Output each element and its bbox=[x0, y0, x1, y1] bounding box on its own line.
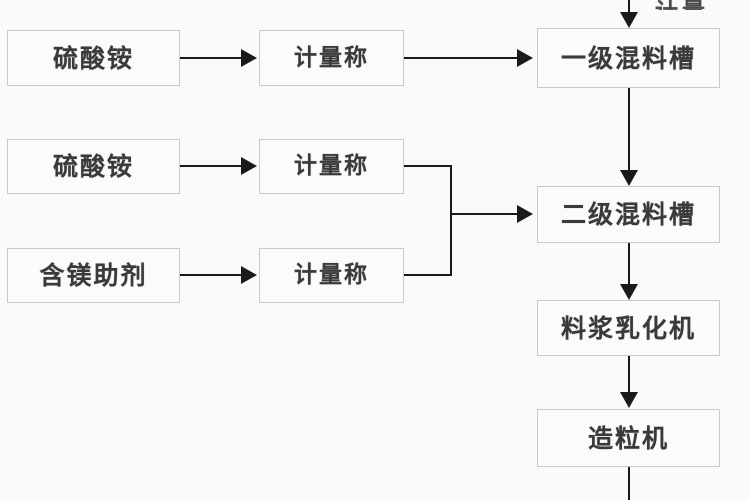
node-granulator-label: 造粒机 bbox=[587, 423, 669, 453]
node-scale-2[interactable]: 计量称 bbox=[259, 139, 404, 194]
edge-mixer2-to-emulsifier-arrowhead bbox=[620, 284, 638, 300]
node-source-1[interactable]: 硫酸铵 bbox=[7, 30, 180, 86]
node-scale-1-label: 计量称 bbox=[294, 44, 369, 71]
edge-source1-to-scale1-line bbox=[180, 57, 243, 59]
edge-source2-to-scale2-line bbox=[180, 165, 243, 167]
edge-source2-to-scale2-arrowhead bbox=[241, 157, 257, 175]
edge-scale1-to-mixer1-line bbox=[404, 57, 519, 59]
edge-scale2-to-bus-line bbox=[404, 165, 452, 167]
edge-mixer2-to-emulsifier-line bbox=[628, 243, 630, 286]
node-source-3-label: 含镁助剂 bbox=[39, 261, 148, 290]
edge-emulsifier-to-granulator-arrowhead bbox=[620, 392, 638, 408]
edge-source3-to-scale3-line bbox=[180, 274, 243, 276]
edge-source1-to-scale1-arrowhead bbox=[241, 49, 257, 67]
node-emulsifier-label: 料浆乳化机 bbox=[560, 313, 696, 343]
node-scale-1[interactable]: 计量称 bbox=[259, 30, 404, 86]
top-partial-label: 计量 bbox=[655, 0, 709, 10]
edge-bus-to-mixer2-line bbox=[450, 213, 519, 215]
node-source-2-label: 硫酸铵 bbox=[52, 152, 134, 181]
node-source-3[interactable]: 含镁助剂 bbox=[7, 248, 180, 303]
node-mixer-1[interactable]: 一级混料槽 bbox=[537, 28, 720, 88]
edge-scale1-to-mixer1-arrowhead bbox=[517, 49, 533, 67]
node-source-1-label: 硫酸铵 bbox=[52, 43, 134, 73]
edge-mixer1-to-mixer2-arrowhead bbox=[620, 170, 638, 186]
edge-bus-to-mixer2-arrowhead bbox=[517, 205, 533, 223]
edge-inbound-top-arrowhead bbox=[620, 12, 638, 28]
node-emulsifier[interactable]: 料浆乳化机 bbox=[537, 300, 720, 356]
node-mixer-2-label: 二级混料槽 bbox=[560, 200, 696, 229]
node-scale-2-label: 计量称 bbox=[294, 153, 369, 179]
edge-granulator-outflow-line bbox=[628, 467, 630, 500]
node-scale-3[interactable]: 计量称 bbox=[259, 248, 404, 303]
node-source-2[interactable]: 硫酸铵 bbox=[7, 139, 180, 194]
node-scale-3-label: 计量称 bbox=[294, 262, 369, 288]
edge-emulsifier-to-granulator-line bbox=[628, 356, 630, 394]
edge-merge-bus-vertical bbox=[450, 165, 452, 276]
edge-source3-to-scale3-arrowhead bbox=[241, 266, 257, 284]
node-mixer-2[interactable]: 二级混料槽 bbox=[537, 186, 720, 243]
node-mixer-1-label: 一级混料槽 bbox=[560, 43, 696, 73]
edge-scale3-to-bus-line bbox=[404, 274, 452, 276]
edge-inbound-top-line bbox=[628, 0, 630, 14]
edge-mixer1-to-mixer2-line bbox=[628, 88, 630, 172]
node-granulator[interactable]: 造粒机 bbox=[537, 409, 720, 467]
